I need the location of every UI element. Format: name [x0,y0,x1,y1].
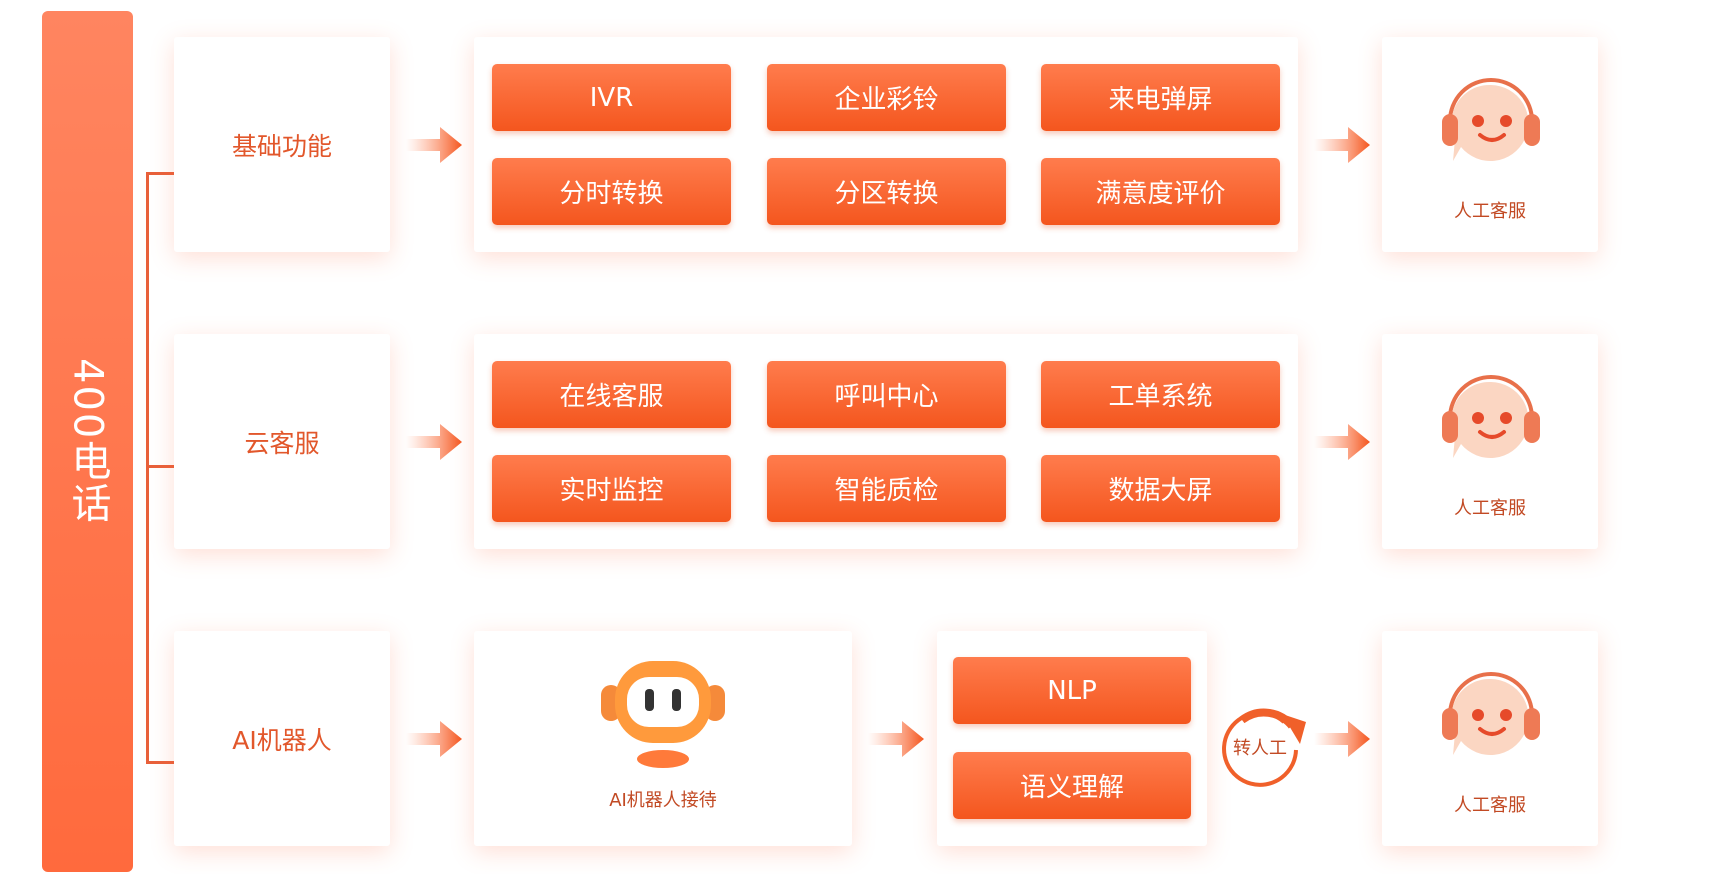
arrow-right-icon [406,127,462,163]
feature-button[interactable]: 数据大屏 [1041,455,1280,522]
feature-button[interactable]: IVR [492,64,731,131]
agent-label: 人工客服 [1454,795,1526,816]
feature-button[interactable]: 来电弹屏 [1041,64,1280,131]
root-label: 400电话 [64,358,111,525]
feature-button[interactable]: 智能质检 [767,455,1006,522]
arrow-right-icon [406,721,462,757]
feature-button[interactable]: 在线客服 [492,361,731,428]
feature-button[interactable]: 分区转换 [767,158,1006,225]
feature-button[interactable]: 实时监控 [492,455,731,522]
feature-button[interactable]: 企业彩铃 [767,64,1006,131]
bracket-line [146,172,149,764]
arrow-right-icon [406,424,462,460]
arrow-right-icon [868,721,924,757]
arrow-right-icon [1314,127,1370,163]
bracket-tick [146,172,174,175]
feature-button[interactable]: 满意度评价 [1041,158,1280,225]
customer-service-headset-icon [1442,78,1540,161]
feature-button[interactable]: 分时转换 [492,158,731,225]
category-box: 基础功能 [174,37,390,252]
agent-box: 人工客服 [1382,37,1598,252]
feature-button[interactable]: 语义理解 [953,752,1191,819]
arrow-right-icon [1314,424,1370,460]
category-box: AI机器人 [174,631,390,846]
feature-button[interactable]: 呼叫中心 [767,361,1006,428]
category-label: AI机器人 [232,725,332,755]
agent-box: 人工客服 [1382,631,1598,846]
agent-label: 人工客服 [1454,201,1526,222]
category-label: 基础功能 [231,131,332,161]
customer-service-headset-icon [1442,375,1540,458]
category-box: 云客服 [174,334,390,549]
root-bar: 400电话 [42,11,133,872]
transfer-label: 转人工 [1233,738,1287,759]
agent-label: 人工客服 [1454,498,1526,519]
bracket-tick [146,761,174,764]
customer-service-headset-icon [1442,672,1540,755]
category-label: 云客服 [244,428,320,458]
robot-icon [601,661,725,768]
robot-box: AI机器人接待 [474,631,852,846]
arrow-right-icon [1314,721,1370,757]
robot-label: AI机器人接待 [609,790,717,811]
bracket-tick [146,465,174,468]
transfer-to-human: 转人工 [1212,698,1308,794]
feature-button[interactable]: NLP [953,657,1191,724]
feature-button[interactable]: 工单系统 [1041,361,1280,428]
refresh-arrow-icon [1222,708,1306,787]
agent-box: 人工客服 [1382,334,1598,549]
